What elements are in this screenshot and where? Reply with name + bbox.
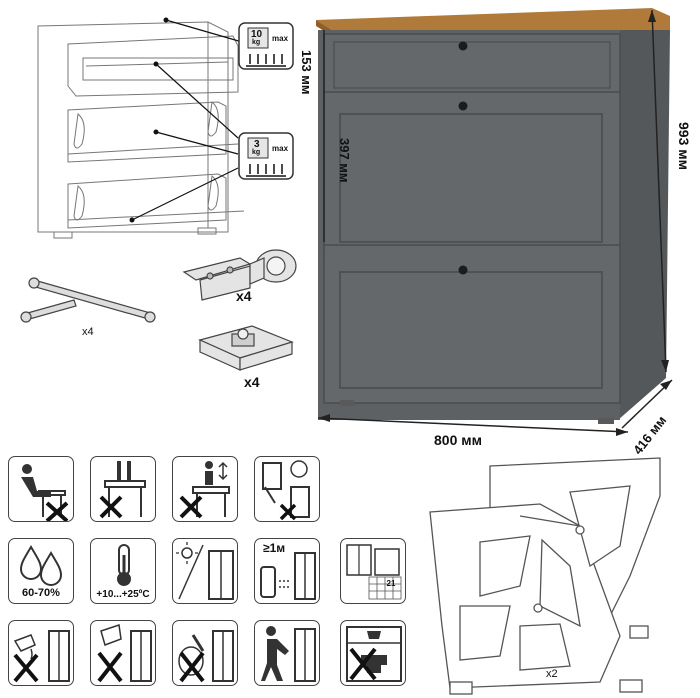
no-abrasive-icon [172,620,238,686]
room-placement-icon: 21 [340,538,406,604]
no-hanging-icon [254,456,320,522]
cabinet-render [300,0,700,440]
humidity-label: 60-70% [22,587,60,599]
no-standing-icon [172,456,238,522]
support-bracket-drawing [196,316,296,372]
weight-unit: kg [252,149,261,156]
no-overload-icon [340,620,406,686]
distance-label: ≥1м [263,541,286,555]
no-sitting-icon [8,456,74,522]
humidity-icon: 60-70% [8,538,74,604]
no-liquid-icon [8,620,74,686]
weight-unit: kg [252,39,261,46]
no-direct-sun-icon [172,538,238,604]
no-chemicals-icon [90,620,156,686]
flap-stay-drawing [14,270,164,340]
interior-line-drawing [28,6,288,246]
weight-value: 10 [251,29,263,40]
dim-height-label: 993 мм [676,122,692,170]
temperature-icon: +10...+25ºC [90,538,156,604]
weight-value: 3 [254,139,260,150]
weight-badge-drawer: 10 kg max [238,22,294,70]
hinge-qty-label: x4 [236,288,252,304]
dim-width-label: 800 мм [434,432,482,448]
shoe-rack-mechanism-drawing [420,456,700,698]
mechanism-qty-label: x2 [546,668,558,680]
dim-flap-label: 397 мм [337,138,352,183]
weight-limit: max [272,144,289,153]
temperature-label: +10...+25ºC [96,589,150,600]
dim-top-drawer-label: 153 мм [299,50,314,95]
weight-limit: max [272,34,289,43]
heater-distance-icon: ≥1м [254,538,320,604]
stay-qty-label: x4 [82,326,94,338]
weight-badge-flap: 3 kg max [238,132,294,180]
hinge-drawing [180,236,310,306]
support-qty-label: x4 [244,374,260,390]
grid-number-label: 21 [386,579,396,588]
no-pushing-icon [254,620,320,686]
no-climbing-icon [90,456,156,522]
